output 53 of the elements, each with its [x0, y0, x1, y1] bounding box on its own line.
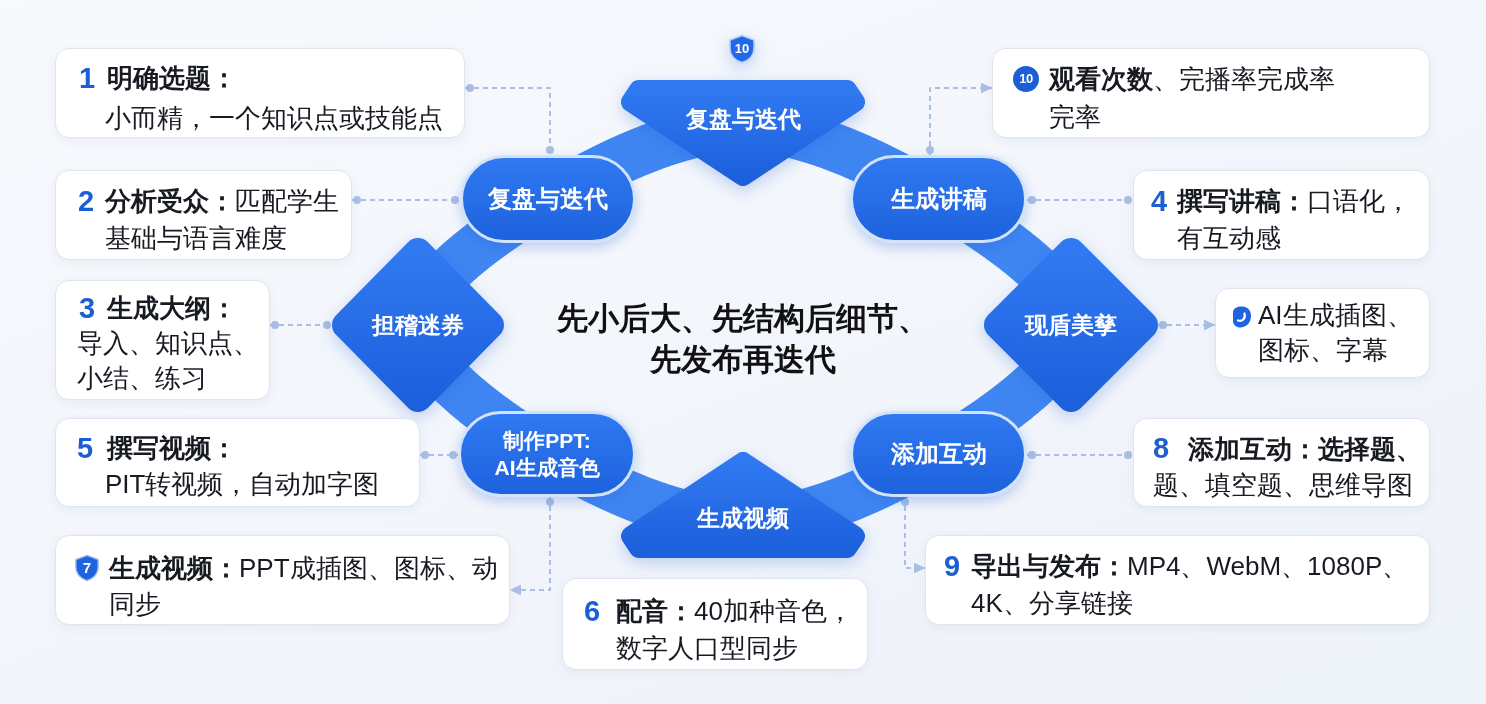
card-text: PIT转视频，自动加字图: [105, 468, 381, 501]
number-badge: 10: [1013, 66, 1039, 92]
triangle-banner: 复盘与迭代: [621, 80, 865, 186]
leader-line: [351, 196, 461, 204]
card-text: 生成视频：PPT成插图、图标、动同步: [109, 552, 499, 621]
info-card: [55, 535, 510, 625]
leader-line: [269, 321, 333, 329]
card-heading: 明确选题：: [107, 62, 237, 95]
decision-diamond: 现盾美孳: [984, 238, 1158, 412]
step-number: 2: [78, 184, 95, 219]
card-text: 导入、知识点、小结、练习: [77, 327, 260, 395]
info-card: [55, 48, 465, 138]
info-card: [992, 48, 1430, 138]
info-card: [55, 418, 420, 507]
number-badge: 7: [74, 554, 100, 582]
leader-line: [419, 451, 459, 459]
leader-line: [464, 84, 554, 156]
step-number: 9: [944, 549, 961, 584]
step-number: 5: [77, 431, 94, 466]
card-heading: 撰写视频：: [107, 432, 237, 465]
step-number: 6: [584, 594, 601, 629]
card-text: 8 添加互动：选择题、题、填空题、思维导图: [1153, 431, 1424, 502]
card-text: 小而精，一个知识点或技能点: [105, 102, 444, 135]
process-pill: 复盘与迭代: [460, 155, 636, 243]
leader-line: [1026, 196, 1134, 204]
info-card: [562, 578, 868, 670]
triangle-banner: 生成视频: [621, 452, 865, 558]
step-number: 1: [79, 61, 96, 96]
step-number: 4: [1151, 184, 1168, 219]
process-pill: 制作PPT: AI生成音色: [458, 411, 636, 497]
decision-diamond: 担稽迷券: [332, 238, 504, 412]
shield-badge: 10: [728, 34, 756, 64]
center-text: 先小后大、先结构后细节、先发布再迭代: [556, 300, 930, 379]
info-card: [55, 280, 270, 400]
info-card: [55, 170, 352, 260]
step-number: 3: [79, 291, 96, 326]
info-card: [925, 535, 1430, 625]
info-card: [1215, 288, 1430, 378]
process-pill: 生成讲稿: [850, 155, 1027, 243]
card-text: 导出与发布：MP4、WebM、1080P、4K、分享链接: [971, 550, 1410, 620]
card-text: 撰写讲稿：口语化，有互动感: [1177, 185, 1412, 255]
dashed-arrow: [1157, 319, 1216, 331]
card-text: 配音：40加种音色，数字人口型同步: [616, 595, 854, 665]
info-card: [1133, 418, 1430, 507]
dashed-arrow: [901, 496, 926, 574]
leader-line: [1026, 451, 1134, 459]
card-text: AI生成插图、图标、字幕: [1258, 299, 1414, 367]
info-card: [1133, 170, 1430, 260]
process-pill: 添加互动: [850, 411, 1027, 497]
card-text: 观看次数、完播率完成率完率: [1049, 63, 1336, 134]
dashed-arrow: [926, 82, 993, 156]
dashed-arrow: [509, 496, 554, 596]
card-heading: 生成大纲：: [107, 292, 237, 325]
